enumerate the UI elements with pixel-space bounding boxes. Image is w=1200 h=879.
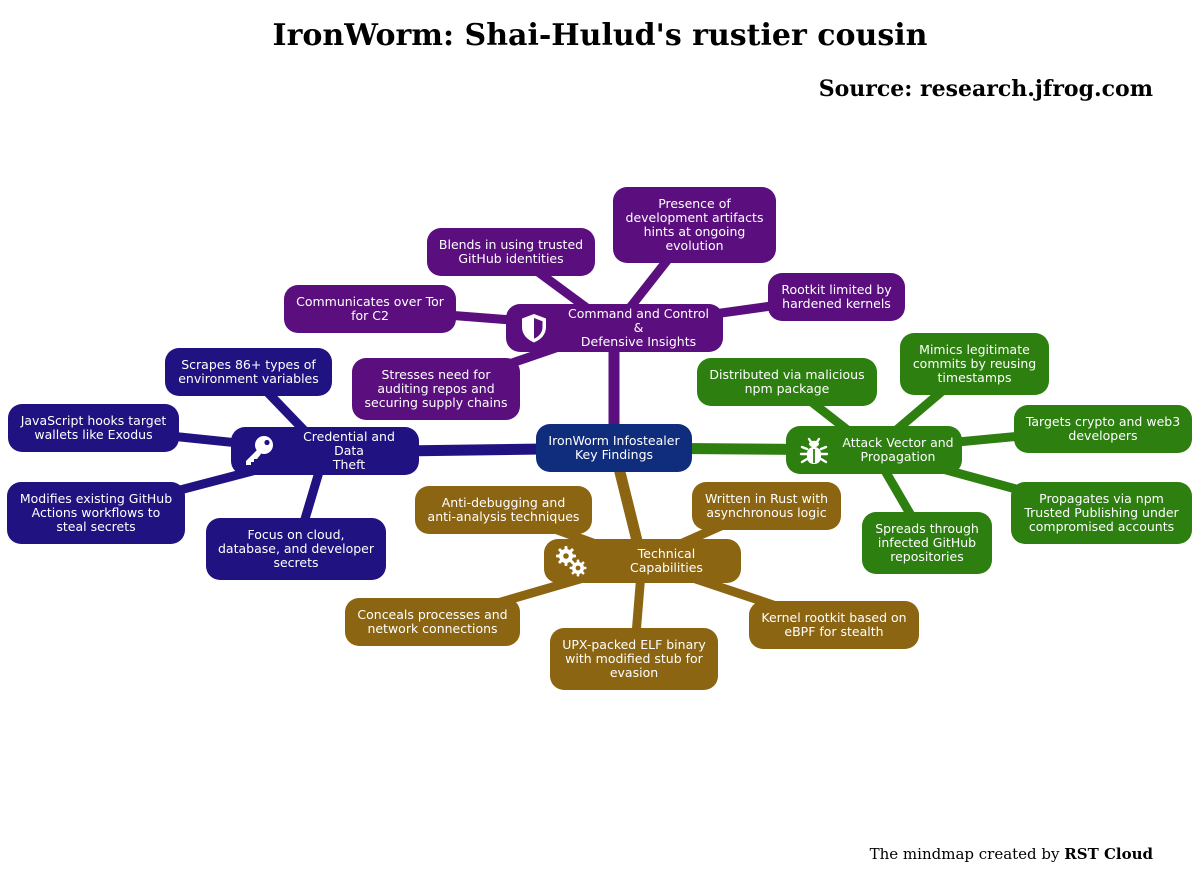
cred-child-wallet-hooks: JavaScript hooks target wallets like Exo… bbox=[8, 404, 179, 452]
branch-command-control-label: Command and Control & Defensive Insights bbox=[568, 306, 709, 349]
source-label: Source: research.jfrog.com bbox=[818, 76, 1153, 102]
gears-icon bbox=[556, 546, 587, 577]
shield-icon bbox=[522, 314, 546, 343]
atk-child-github-repos: Spreads through infected GitHub reposito… bbox=[862, 512, 992, 574]
page-title: IronWorm: Shai-Hulud's rustier cousin bbox=[272, 18, 928, 53]
tech-child-rust-async: Written in Rust with asynchronous logic bbox=[692, 482, 841, 530]
cred-child-cloud-secrets: Focus on cloud, database, and developer … bbox=[206, 518, 386, 580]
atk-child-crypto-devs: Targets crypto and web3 developers bbox=[1014, 405, 1192, 453]
cc-child-trusted-identities: Blends in using trusted GitHub identitie… bbox=[427, 228, 595, 276]
cc-child-tor-c2: Communicates over Tor for C2 bbox=[284, 285, 456, 333]
branch-attack-vector: Attack Vector and Propagation bbox=[786, 426, 962, 474]
center-node-label: IronWorm Infostealer Key Findings bbox=[548, 433, 680, 462]
footer-prefix: The mindmap created by bbox=[869, 845, 1060, 863]
center-node: IronWorm Infostealer Key Findings bbox=[536, 424, 692, 472]
footer-brand: RST Cloud bbox=[1064, 845, 1153, 863]
atk-child-malicious-npm: Distributed via malicious npm package bbox=[697, 358, 877, 406]
bug-icon bbox=[799, 437, 829, 464]
cred-child-env-vars: Scrapes 86+ types of environment variabl… bbox=[165, 348, 332, 396]
key-icon bbox=[246, 436, 273, 465]
footer-credit: The mindmap created by RST Cloud bbox=[870, 845, 1153, 863]
branch-credential-theft: Credential and Data Theft bbox=[231, 427, 419, 475]
branch-technical: Technical Capabilities bbox=[544, 539, 741, 583]
cred-child-github-actions: Modifies existing GitHub Actions workflo… bbox=[7, 482, 185, 544]
atk-child-trusted-publishing: Propagates via npm Trusted Publishing un… bbox=[1011, 482, 1192, 544]
branch-credential-theft-label: Credential and Data Theft bbox=[303, 429, 395, 472]
cc-child-development-artifacts: Presence of development artifacts hints … bbox=[613, 187, 776, 263]
branch-attack-vector-label: Attack Vector and Propagation bbox=[842, 435, 954, 464]
cc-child-rootkit-limited: Rootkit limited by hardened kernels bbox=[768, 273, 905, 321]
tech-child-anti-debugging: Anti-debugging and anti-analysis techniq… bbox=[415, 486, 592, 534]
tech-child-upx-packed: UPX-packed ELF binary with modified stub… bbox=[550, 628, 718, 690]
tech-child-ebpf-rootkit: Kernel rootkit based on eBPF for stealth bbox=[749, 601, 919, 649]
atk-child-mimics-commits: Mimics legitimate commits by reusing tim… bbox=[900, 333, 1049, 395]
branch-technical-label: Technical Capabilities bbox=[630, 546, 703, 575]
cc-child-auditing-repos: Stresses need for auditing repos and sec… bbox=[352, 358, 520, 420]
tech-child-conceals-processes: Conceals processes and network connectio… bbox=[345, 598, 520, 646]
branch-command-control: Command and Control & Defensive Insights bbox=[506, 304, 723, 352]
